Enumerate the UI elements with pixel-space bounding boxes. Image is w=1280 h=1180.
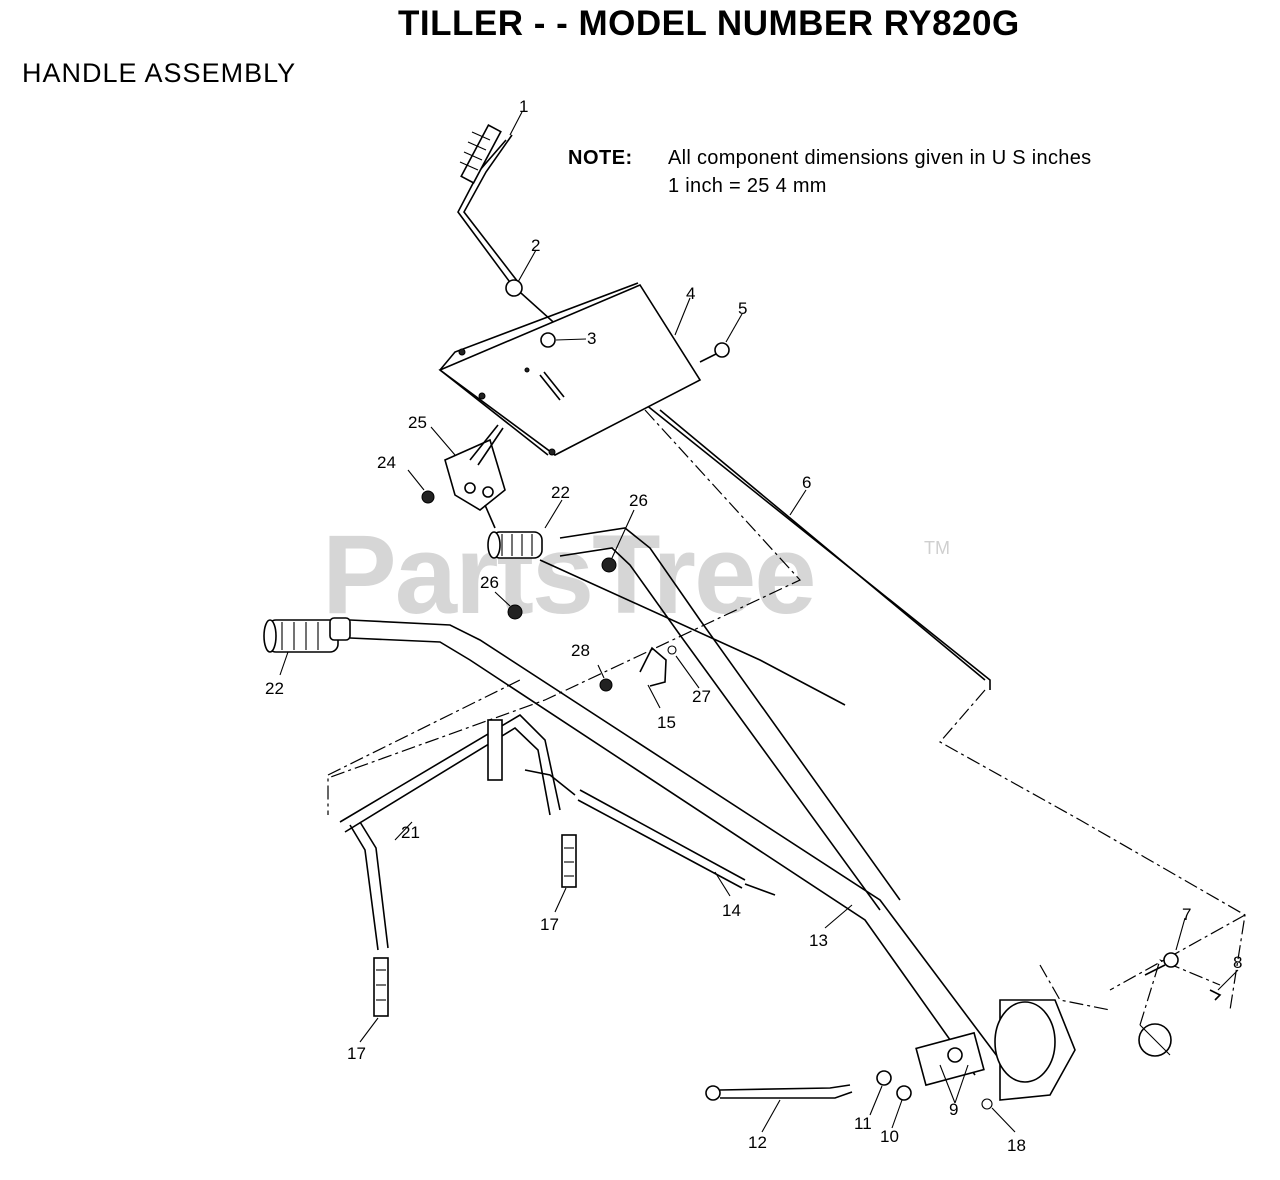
callout-12: 12 [748, 1133, 767, 1152]
section-title: HANDLE ASSEMBLY [22, 58, 297, 88]
callout-26-upper: 26 [629, 491, 648, 510]
page-title: TILLER - - MODEL NUMBER RY820G [398, 4, 1020, 43]
knob-2 [505, 279, 523, 297]
callout-28: 28 [571, 641, 590, 660]
nut-10 [896, 1085, 912, 1101]
callout-2: 2 [531, 236, 540, 255]
nut-24 [421, 490, 435, 504]
depth-lever-12 [705, 1084, 853, 1101]
nut-26-upper [601, 557, 617, 573]
callout-10: 10 [880, 1127, 899, 1146]
shift-rod-6 [659, 409, 986, 681]
callout-17-left: 17 [347, 1044, 366, 1063]
callout-14: 14 [722, 901, 741, 920]
callout-22-upper: 22 [551, 483, 570, 502]
pin-18 [981, 1098, 993, 1110]
watermark-trademark: TM [924, 538, 950, 558]
callout-27: 27 [692, 687, 711, 706]
callout-7: 7 [1182, 905, 1191, 924]
callout-9: 9 [949, 1100, 958, 1119]
shield-4 [438, 282, 702, 456]
watermark: PartsTree [322, 512, 817, 637]
note-label: NOTE: [568, 147, 633, 169]
callout-13: 13 [809, 931, 828, 950]
callout-numbers: 1 2 3 4 5 6 7 8 9 10 11 12 13 14 15 17 1… [265, 97, 1242, 1155]
tine-shaft-stub [1138, 1023, 1172, 1057]
note-line-2: 1 inch = 25 4 mm [668, 175, 827, 197]
callout-1: 1 [519, 97, 528, 116]
callout-22-lower: 22 [265, 679, 284, 698]
leader-lines [279, 111, 1239, 1133]
callout-5: 5 [738, 299, 747, 318]
phantom-outline [327, 409, 1246, 1026]
nut-26-lower [507, 604, 523, 620]
spring-14 [577, 789, 776, 896]
washer-11 [876, 1070, 892, 1086]
callout-17-right: 17 [540, 915, 559, 934]
callout-24: 24 [377, 453, 396, 472]
handle-bar-lower [263, 617, 1001, 1076]
handle-bracket [915, 999, 1076, 1101]
grip-17-left [373, 957, 389, 1017]
callout-18: 18 [1007, 1136, 1026, 1155]
callout-21: 21 [401, 823, 420, 842]
callout-26-lower: 26 [480, 573, 499, 592]
cable [539, 559, 846, 706]
callout-8: 8 [1233, 953, 1242, 972]
callout-3: 3 [587, 329, 596, 348]
bolt-5 [699, 342, 730, 363]
bolt-7 [1144, 952, 1179, 976]
callout-11: 11 [854, 1114, 872, 1133]
bracket-15 [599, 645, 677, 692]
grip-17-right [561, 834, 577, 888]
callout-15: 15 [657, 713, 676, 732]
callout-25: 25 [408, 413, 427, 432]
handle-bar-upper [487, 527, 901, 911]
note-line-1: All component dimensions given in U S in… [668, 147, 1092, 169]
clip-8 [1209, 989, 1222, 1001]
callout-4: 4 [686, 284, 695, 303]
callout-6: 6 [802, 473, 811, 492]
lever-21 [339, 713, 576, 951]
bracket-25 [444, 424, 506, 529]
